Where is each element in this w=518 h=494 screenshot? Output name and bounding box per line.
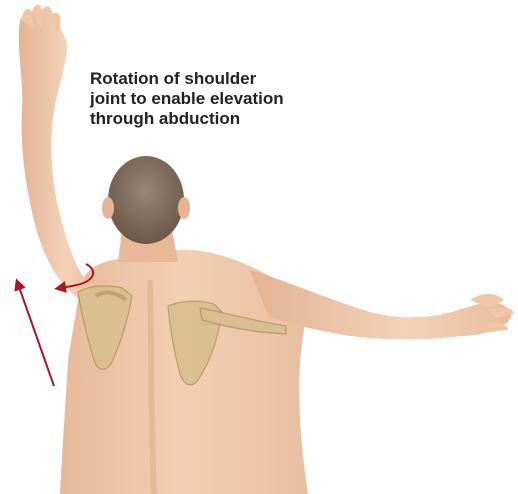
caption-line-1: Rotation of shoulder <box>90 69 350 89</box>
caption: Rotation of shoulder joint to enable ele… <box>90 69 350 129</box>
caption-line-3: through abduction <box>90 109 350 129</box>
caption-line-2: joint to enable elevation <box>90 89 350 109</box>
ear-right <box>178 197 190 219</box>
raised-arm <box>19 11 96 300</box>
long-arrow-up-left-icon <box>18 284 54 386</box>
spine-shadow <box>150 280 154 494</box>
ear-left <box>102 197 114 219</box>
head <box>108 156 184 244</box>
